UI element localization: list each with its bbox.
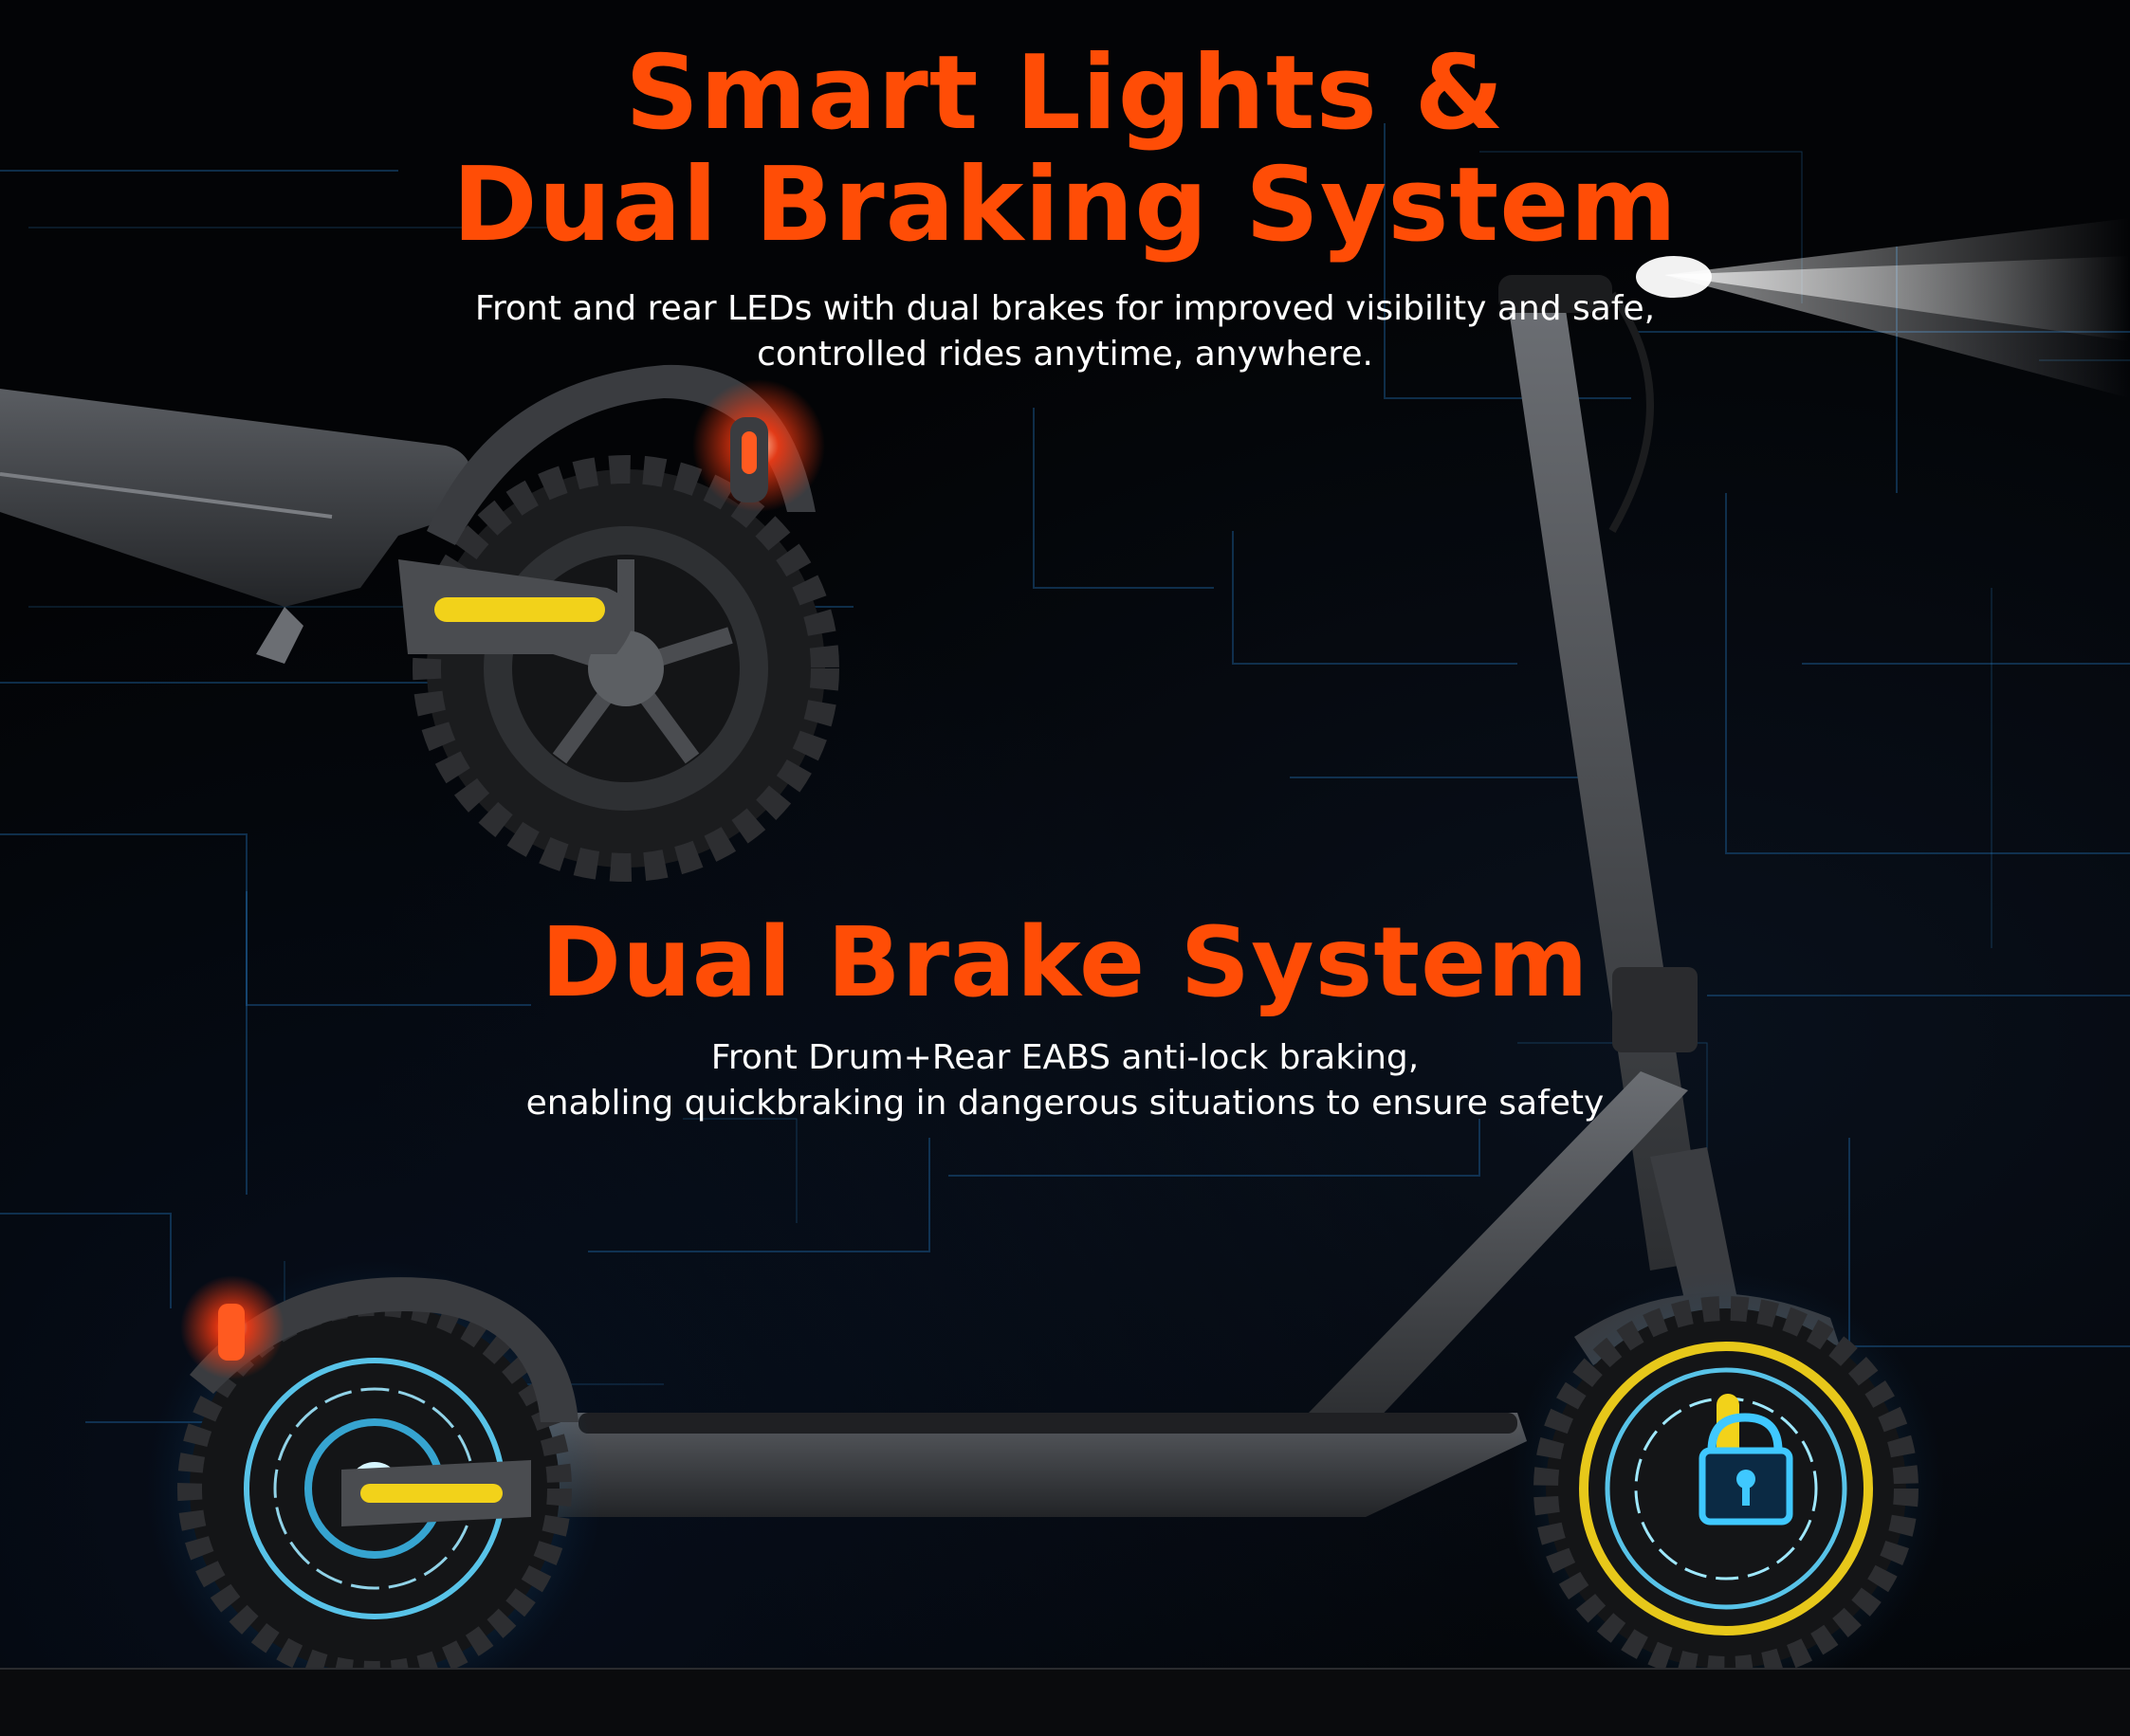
floor: [0, 1669, 2130, 1736]
headline-line1: Smart Lights &: [625, 34, 1505, 153]
brake-description-line1: Front Drum+Rear EABS anti-lock braking,: [710, 1038, 1420, 1077]
headline-line2: Dual Braking System: [451, 146, 1678, 265]
rear-reflector-bottom: [360, 1484, 503, 1503]
full-scooter: [147, 275, 1944, 1716]
headlight-beam: [1636, 218, 2130, 398]
brake-description-line2: enabling quickbraking in dangerous situa…: [525, 1084, 1605, 1123]
lock-icon: [1698, 1394, 1793, 1526]
lights-description-line1: Front and rear LEDs with dual brakes for…: [474, 289, 1656, 328]
lights-description-line2: controlled rides anytime, anywhere.: [757, 335, 1373, 374]
handlebar: [1498, 275, 1612, 313]
deck: [512, 1413, 1527, 1517]
rear-wheel-closeup: [0, 364, 839, 882]
rear-reflector-top: [434, 597, 605, 622]
brake-section-title: Dual Brake System: [541, 906, 1589, 1019]
